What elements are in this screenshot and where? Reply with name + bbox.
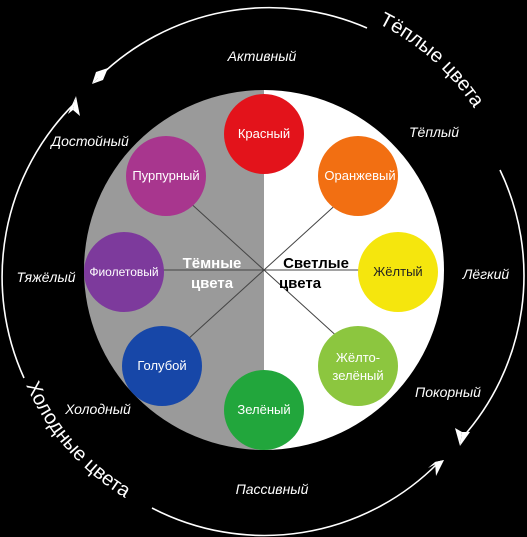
- arrow-top-left-icon: [92, 68, 108, 84]
- color-circle-yellow: [358, 232, 438, 312]
- arrow-right-down-icon: [460, 432, 470, 446]
- light-colors-label-line1: Светлые: [283, 255, 349, 272]
- color-circle-red: [224, 94, 304, 174]
- label-worthy: Достойный: [49, 133, 129, 149]
- dark-colors-label-line1: Тёмные: [183, 255, 242, 272]
- label-cold: Холодный: [64, 401, 131, 417]
- dark-colors-label-line2: цвета: [191, 275, 234, 292]
- label-warm: Тёплый: [409, 124, 459, 140]
- cold-colors-arc-title: Холодные цвета: [22, 378, 135, 503]
- color-circle-green: [224, 370, 304, 450]
- purple-label: Пурпурный: [132, 168, 199, 183]
- violet-label: Фиолетовый: [89, 265, 158, 279]
- outer-ring-top: [97, 6, 368, 79]
- label-heavy: Тяжёлый: [17, 269, 76, 285]
- color-circle-yellow-green: [318, 326, 398, 406]
- outer-ring-bottom: [151, 462, 439, 537]
- yellow-label: Жёлтый: [373, 264, 422, 279]
- label-light: Лёгкий: [462, 266, 510, 282]
- color-circle-violet: [84, 232, 164, 312]
- outer-ring-right: [461, 169, 525, 439]
- green-label: Зелёный: [237, 402, 290, 417]
- arrow-left-up-icon: [73, 96, 80, 116]
- color-circle-purple: [126, 136, 206, 216]
- yellow-green-label-line2: зелёный: [332, 368, 383, 383]
- label-active: Активный: [227, 48, 297, 64]
- connector-line: [175, 269, 265, 351]
- blue-label: Голубой: [137, 358, 186, 373]
- yellow-green-label-line1: Жёлто-: [336, 350, 380, 365]
- color-circle-blue: [122, 326, 202, 406]
- label-passive: Пассивный: [236, 481, 309, 497]
- light-colors-label-line2: цвета: [279, 275, 322, 292]
- red-label: Красный: [238, 126, 290, 141]
- outer-ring-left: [1, 102, 76, 379]
- label-submissive: Покорный: [415, 384, 481, 400]
- arrow-bottom-right-icon: [435, 460, 444, 476]
- arrow-left-up-icon: [68, 96, 76, 114]
- color-circle-orange: [318, 136, 398, 216]
- orange-label: Оранжевый: [324, 168, 395, 183]
- warm-colors-arc-title: Тёплые цвета: [376, 9, 489, 112]
- arrow-right-down-icon: [455, 428, 462, 446]
